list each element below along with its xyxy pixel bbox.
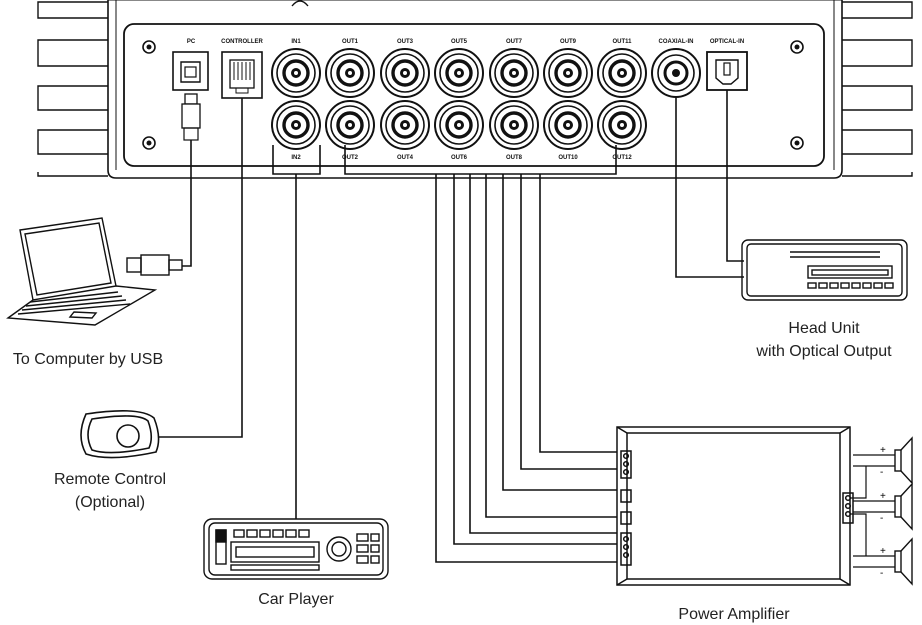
power-amplifier-icon — [616, 426, 854, 586]
coaxial-in-label: COAXIAL-IN — [659, 39, 694, 45]
rca-jack-out12-icon — [597, 100, 647, 150]
speaker3-minus: - — [880, 568, 883, 579]
dsp-processor-unit: PC CONTROLLER IN1 IN2 OUT1 OUT3 OUT5 OUT… — [37, 0, 913, 179]
out6-label: OUT6 — [451, 155, 468, 161]
wiring — [158, 90, 744, 563]
remote-control-icon — [80, 410, 160, 459]
in2-label: IN2 — [291, 155, 301, 161]
remote-label-line2: (Optional) — [75, 494, 145, 511]
rca-jack-out8-icon — [489, 100, 539, 150]
out9-label: OUT9 — [560, 39, 577, 45]
amplifier-label: Power Amplifier — [678, 606, 790, 623]
speaker-wires — [850, 454, 895, 568]
out11-label: OUT11 — [612, 39, 632, 45]
usb-cable-connector-icon — [181, 93, 201, 141]
speaker1-minus: - — [880, 467, 883, 478]
out12-label: OUT12 — [612, 155, 632, 161]
speaker-icon — [894, 436, 913, 586]
out8-label: OUT8 — [506, 155, 523, 161]
rca-jack-out6-icon — [434, 100, 484, 150]
out1-label: OUT1 — [342, 39, 359, 45]
speaker2-plus: + — [880, 491, 886, 502]
speaker-polarity-marks: + - + - + - — [880, 445, 886, 579]
car-player-label: Car Player — [258, 591, 334, 608]
mounting-screw-icon — [142, 40, 804, 150]
speaker1-plus: + — [880, 445, 886, 456]
rca-jacks — [271, 48, 647, 150]
rca-jack-out10-icon — [543, 100, 593, 150]
in1-label: IN1 — [291, 39, 301, 45]
rca-jack-out3-icon — [380, 48, 430, 98]
rca-jack-out2-icon — [325, 100, 375, 150]
rj-controller-port-icon — [221, 51, 263, 99]
car-player-icon — [203, 518, 389, 580]
rca-jack-in2-icon — [271, 100, 321, 150]
rca-jack-out7-icon — [489, 48, 539, 98]
speaker3-plus: + — [880, 546, 886, 557]
out2-label: OUT2 — [342, 155, 359, 161]
rca-jack-out9-icon — [543, 48, 593, 98]
laptop-icon — [6, 217, 183, 326]
head-unit-label-line1: Head Unit — [788, 320, 860, 337]
head-unit-icon — [741, 239, 908, 301]
pc-port-label: PC — [187, 39, 196, 45]
out5-label: OUT5 — [451, 39, 468, 45]
computer-label: To Computer by USB — [13, 351, 163, 368]
rca-jack-out4-icon — [380, 100, 430, 150]
remote-label-line1: Remote Control — [54, 471, 166, 488]
out4-label: OUT4 — [397, 155, 414, 161]
coaxial-jack-icon — [651, 48, 701, 98]
controller-port-label: CONTROLLER — [221, 39, 263, 45]
optical-toslink-port-icon — [706, 51, 748, 91]
usb-b-port-icon — [172, 51, 209, 91]
right-heatsink — [842, 1, 913, 177]
out7-label: OUT7 — [506, 39, 523, 45]
out10-label: OUT10 — [558, 155, 578, 161]
rca-jack-out5-icon — [434, 48, 484, 98]
left-heatsink — [37, 1, 108, 177]
head-unit-label-line2: with Optical Output — [755, 343, 892, 360]
rca-jack-out1-icon — [325, 48, 375, 98]
rca-jack-out11-icon — [597, 48, 647, 98]
rca-jack-in1-icon — [271, 48, 321, 98]
optical-in-label: OPTICAL-IN — [710, 39, 744, 45]
speaker2-minus: - — [880, 513, 883, 524]
out3-label: OUT3 — [397, 39, 414, 45]
